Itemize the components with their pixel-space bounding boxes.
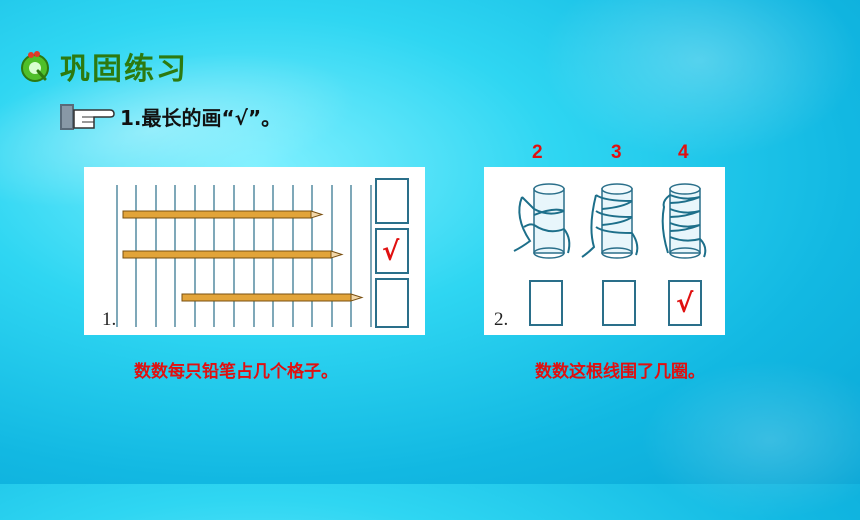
slide-header: 巩固练习: [18, 44, 188, 88]
answer-box-3: [375, 278, 409, 328]
pencil-3: [181, 293, 364, 302]
pencil-1: [122, 210, 324, 219]
coil-count-2: 3: [611, 142, 622, 163]
answer-box-6: [668, 280, 702, 326]
question-line: 1.最长的画“√”。: [60, 100, 281, 132]
page-title: 巩固练习: [60, 52, 188, 87]
background-glow: [640, 360, 860, 520]
pencil-grid-panel: 1. √: [84, 167, 425, 335]
question-text: 1.最长的画“√”。: [120, 105, 282, 130]
cylinder-1: [513, 183, 571, 259]
background-glow: [540, 0, 860, 160]
pointing-hand-icon: [60, 104, 115, 130]
cylinder-3: [661, 183, 707, 259]
coil-count-1: 2: [532, 142, 543, 163]
check-mark: √: [676, 289, 694, 319]
q-badge-icon: [21, 51, 49, 82]
cylinder-2: [581, 183, 639, 259]
pencil-2: [122, 250, 344, 259]
coil-panel: 2. √: [484, 167, 725, 335]
hint-left: 数数每只铅笔占几个格子。: [134, 362, 338, 382]
hint-right: 数数这根线围了几圈。: [535, 362, 705, 382]
panel-label: 2.: [494, 309, 509, 330]
coil-figure: [513, 183, 707, 326]
pencil-grid-figure: [116, 178, 409, 328]
answer-box-1: [375, 178, 409, 224]
coil-count-3: 4: [678, 142, 689, 163]
panel-label: 1.: [102, 309, 117, 330]
check-mark: √: [382, 237, 400, 267]
answer-box-4: [529, 280, 563, 326]
answer-box-5: [602, 280, 636, 326]
answer-box-2: [375, 228, 409, 274]
